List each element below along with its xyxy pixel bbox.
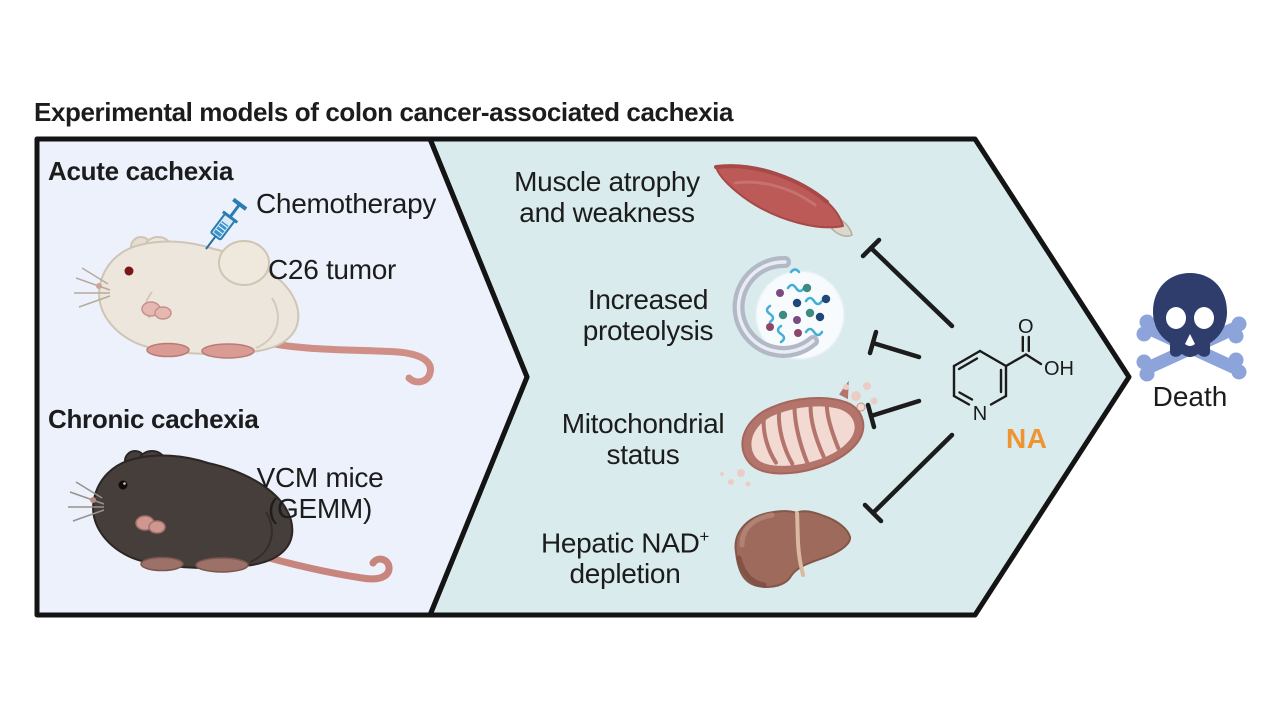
inhibition-arrow-muscle [860,237,955,329]
skull [1153,273,1227,357]
mouse-foot [201,343,255,359]
inhibition-arrows [860,237,955,524]
mouse-paw [154,306,172,320]
muscle-atrophy-label: Muscle atrophy and weakness [514,166,700,228]
atom-label-o: O [1018,316,1034,338]
mitochondrion-icon [720,380,878,487]
na-molecule-label: NA [1006,423,1048,454]
tumor-bump [218,240,270,286]
c26-tumor-label: C26 tumor [268,254,397,285]
mouse-foot [146,342,190,358]
mouse-tail [250,336,434,386]
mouse-eye [124,266,134,276]
muscle-icon [714,164,853,237]
autophagosome-icon [732,255,845,360]
figure-title: Experimental models of colon cancer-asso… [34,97,734,127]
hepatic-nad-depletion-label: Hepatic NAD+ depletion [540,527,710,590]
mouse-foot [140,556,184,572]
mito-fragments [720,382,878,487]
proteolysis-label: Increased proteolysis [582,284,714,346]
mouse-paw [148,520,166,534]
acute-cachexia-heading: Acute cachexia [48,156,234,186]
peptide-squiggles [765,268,824,344]
atom-label-oh: OH [1044,358,1074,380]
mouse-tail [244,548,393,583]
mouse-body [92,454,294,569]
mouse-whiskers [68,481,105,522]
inhibition-arrow-liver [862,432,955,524]
skull-nose [1185,334,1195,346]
white-mouse-icon [74,236,434,386]
black-mouse-icon [68,450,393,583]
chronic-cachexia-heading: Chronic cachexia [48,404,259,434]
cristae [761,403,841,466]
syringe-icon [205,197,248,250]
liver-icon [734,510,852,588]
death-label: Death [1152,381,1228,412]
vcm-mice-label: VCM mice (GEMM) [256,462,384,524]
atom-label-n: N [973,403,987,425]
inhibition-arrow-proteolysis [867,329,922,360]
skull-eye [1194,307,1214,329]
inhibition-arrow-mitochondria [865,398,922,430]
skull-crossbones-icon [1136,273,1247,382]
nicotinic-acid-structure: O OH N [952,316,1074,425]
protein-dots [766,283,831,337]
mouse-whiskers [74,267,111,308]
falciform-ligament [795,511,805,577]
chemotherapy-label: Chemotherapy [256,188,437,219]
mitochondrial-status-label: Mitochondrial status [561,408,725,470]
skull-eye [1166,307,1186,329]
mouse-eye [118,480,128,490]
mouse-foot [195,557,249,573]
